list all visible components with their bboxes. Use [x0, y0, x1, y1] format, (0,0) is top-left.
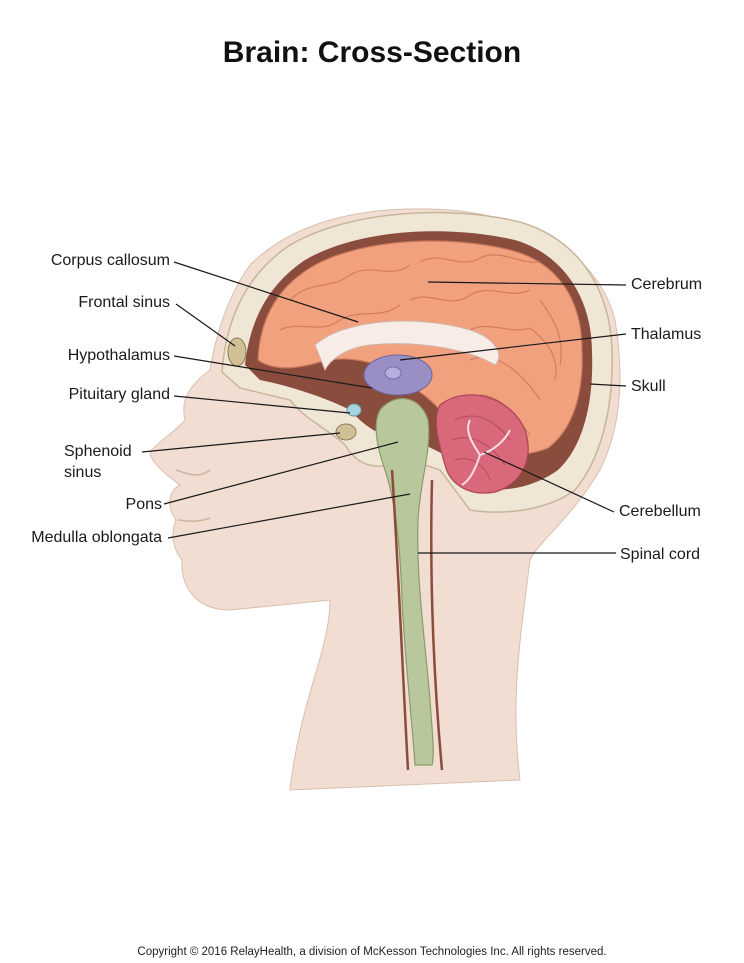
leader-sphenoid — [141, 432, 341, 453]
leader-medulla — [167, 493, 411, 539]
label-frontal-sinus: Frontal sinus — [78, 294, 170, 311]
leader-thalamus — [399, 333, 627, 361]
leader-skull — [589, 383, 627, 387]
mouth-line — [177, 517, 211, 523]
leader-hypothalamus — [173, 355, 373, 389]
label-cerebrum: Cerebrum — [631, 276, 703, 293]
label-sphenoid-sinus-line2: sinus — [64, 464, 102, 481]
leader-pituitary — [173, 395, 351, 414]
leader-pons — [163, 441, 399, 505]
cerebrum-gyri — [279, 254, 562, 436]
corpus-callosum — [314, 320, 500, 372]
leader-frontal-sinus — [175, 303, 236, 347]
label-hypothalamus: Hypothalamus — [67, 347, 170, 364]
leader-corpus-callosum — [173, 261, 359, 323]
label-skull: Skull — [631, 378, 666, 395]
diagram-title: Brain: Cross-Section — [222, 36, 522, 69]
label-sphenoid-sinus-line1: Sphenoid — [64, 443, 132, 460]
leader-cerebrum — [427, 281, 627, 286]
pituitary-gland — [346, 403, 362, 417]
leader-lines — [141, 261, 627, 554]
label-pituitary-gland: Pituitary gland — [68, 386, 170, 403]
frontal-sinus — [227, 337, 247, 367]
sphenoid-sinus — [335, 423, 357, 441]
label-corpus-callosum: Corpus callosum — [50, 252, 170, 269]
cerebrum — [257, 240, 583, 455]
arbor-vitae — [461, 419, 511, 486]
thalamus-nucleus — [384, 366, 402, 380]
spinal-canal-right — [430, 479, 444, 771]
cerebellum — [435, 394, 529, 494]
copyright-footer: Copyright © 2016 RelayHealth, a division… — [137, 946, 607, 958]
label-thalamus: Thalamus — [631, 326, 702, 343]
label-pons: Pons — [125, 496, 162, 513]
label-medulla-oblongata: Medulla oblongata — [31, 529, 162, 546]
leader-cerebellum — [483, 451, 615, 513]
label-cerebellum: Cerebellum — [619, 503, 701, 520]
label-spinal-cord: Spinal cord — [620, 546, 701, 563]
spinal-canal-left — [390, 469, 410, 771]
face-contour — [175, 469, 211, 476]
